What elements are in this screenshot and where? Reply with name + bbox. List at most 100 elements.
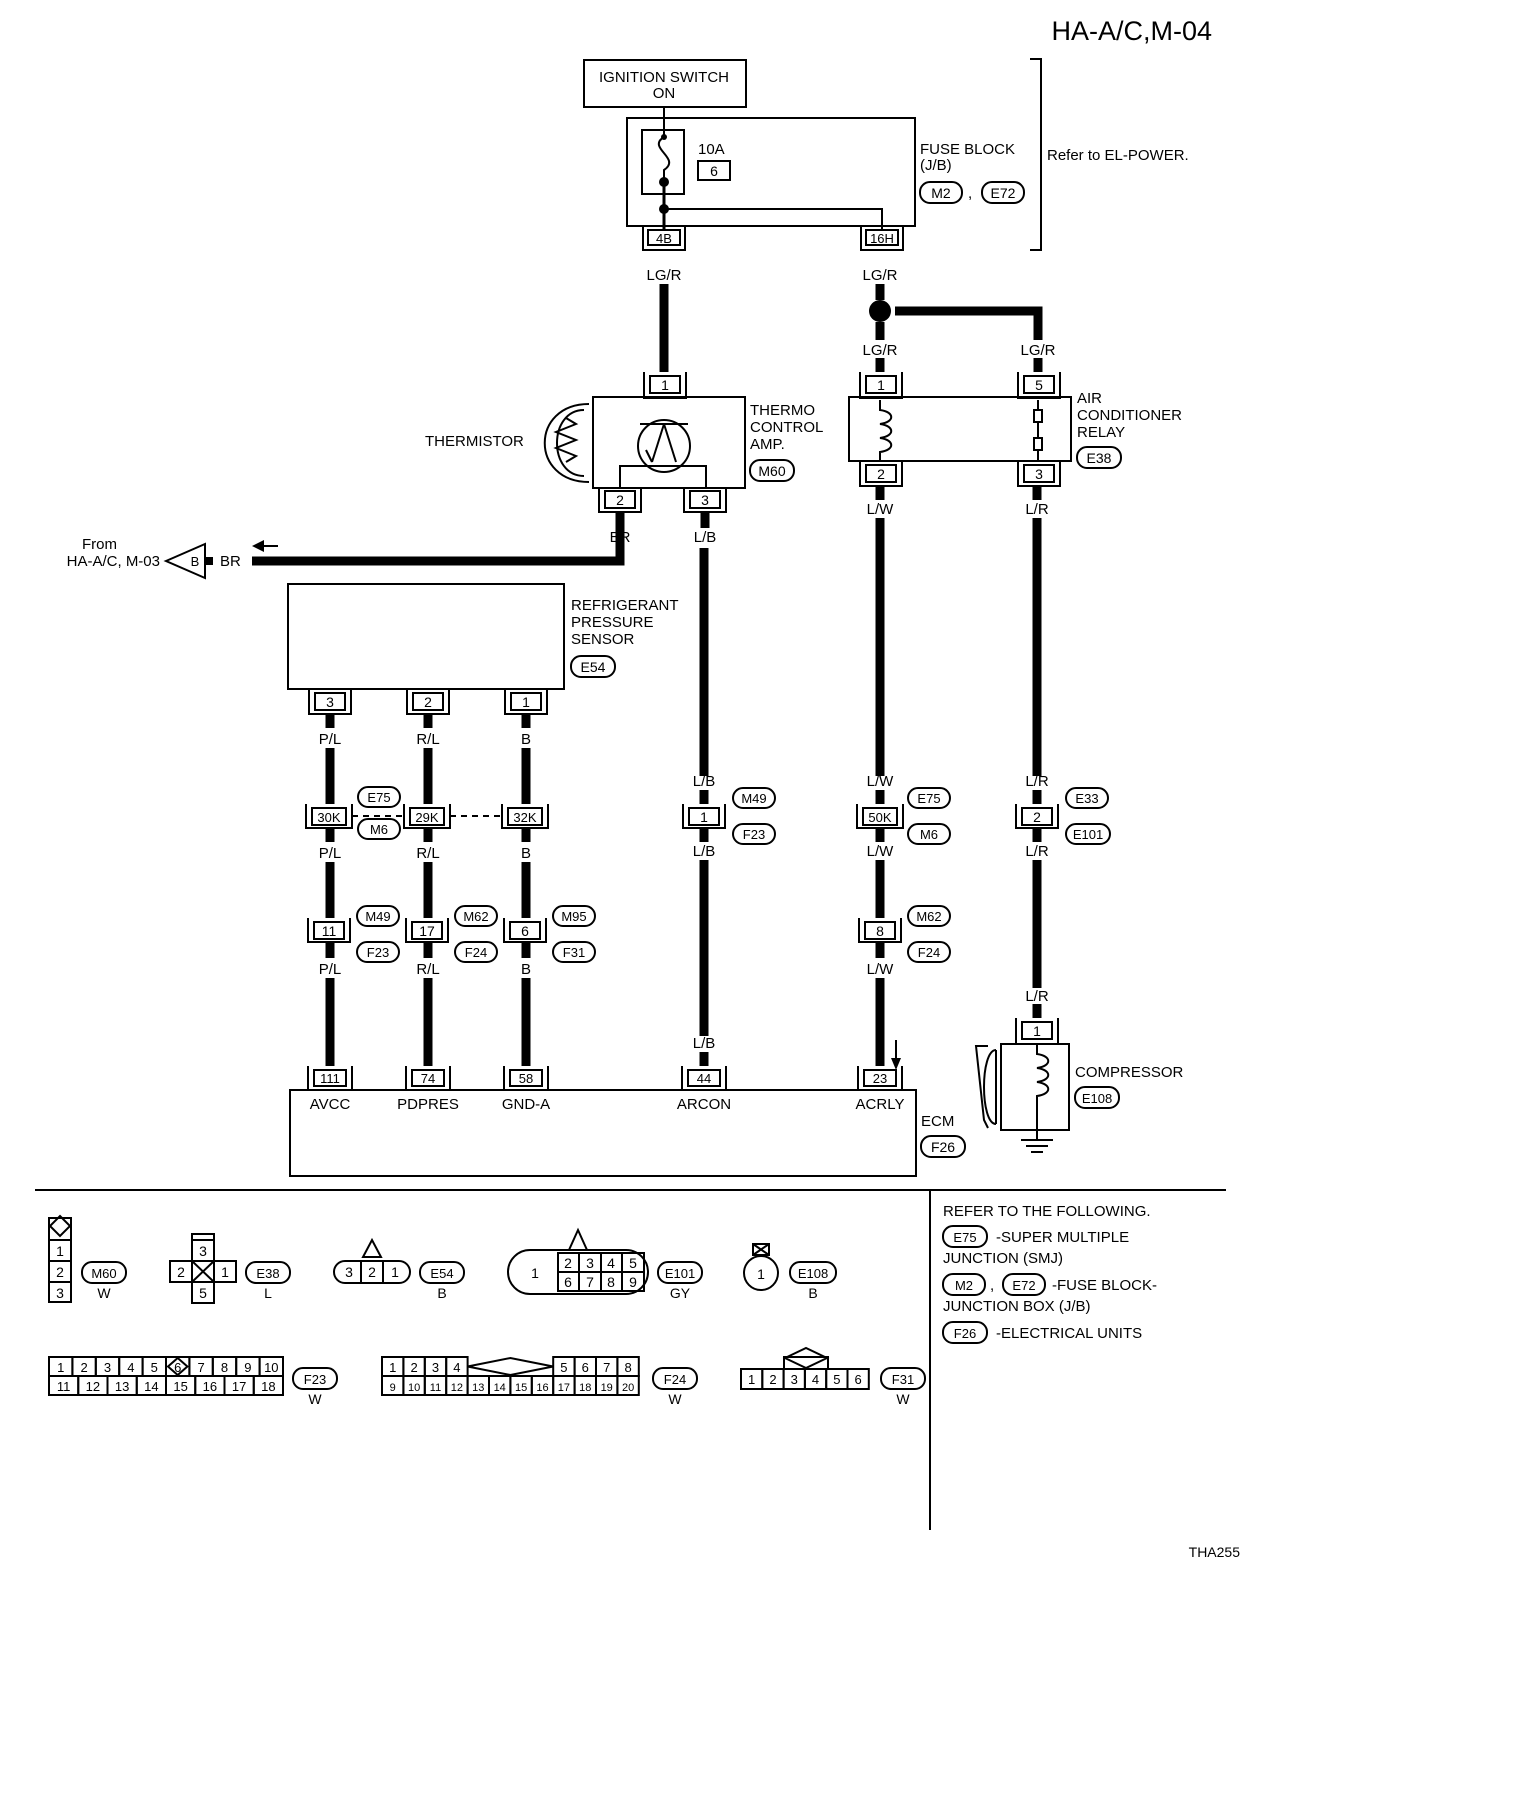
f23-pin: 2 bbox=[80, 1360, 87, 1375]
f31-color: W bbox=[896, 1391, 910, 1407]
e101-pin: 5 bbox=[629, 1255, 637, 1271]
e108-id: E108 bbox=[798, 1266, 828, 1281]
joint-pin-17: 17 bbox=[419, 923, 435, 939]
wire-label-b: B bbox=[521, 961, 531, 978]
thermistor-label: THERMISTOR bbox=[425, 433, 524, 450]
e101-pin: 6 bbox=[564, 1274, 572, 1290]
wiring-diagram-page: HA-A/C,M-04 IGNITION SWITCH ON 10A 6 FUS… bbox=[35, 16, 1241, 1560]
relay-pin-2: 2 bbox=[877, 466, 885, 482]
legend-conn-e72: E72 bbox=[1012, 1278, 1035, 1293]
e38-pin: 5 bbox=[199, 1285, 207, 1301]
ecm-pin-name: GND-A bbox=[502, 1096, 550, 1113]
m60-pin: 1 bbox=[56, 1243, 64, 1259]
e54-color: B bbox=[437, 1285, 446, 1301]
connector-e101: 1 2 3 4 5 6 7 8 9 E101 GY bbox=[507, 1227, 703, 1301]
wire-label-rl: R/L bbox=[416, 731, 439, 748]
e101-pin: 2 bbox=[564, 1255, 572, 1271]
thermo-pin-1: 1 bbox=[661, 377, 669, 393]
wire-label-b: B bbox=[521, 731, 531, 748]
fuse-number: 6 bbox=[710, 163, 718, 179]
f23-id: F23 bbox=[304, 1372, 326, 1387]
f23-pin: 10 bbox=[264, 1360, 278, 1375]
f31-pin: 5 bbox=[833, 1372, 840, 1387]
f23-pin: 7 bbox=[197, 1360, 204, 1375]
legend-text: -FUSE BLOCK- bbox=[1052, 1277, 1157, 1294]
legend-heading: REFER TO THE FOLLOWING. bbox=[943, 1203, 1151, 1220]
f24-pin: 19 bbox=[601, 1382, 613, 1394]
joint-30k: 30K bbox=[317, 810, 340, 825]
f24-pin: 8 bbox=[624, 1360, 631, 1375]
m60-color: W bbox=[97, 1285, 111, 1301]
image-code: THA255 bbox=[1189, 1544, 1241, 1560]
relay-label-1: AIR bbox=[1077, 390, 1102, 407]
f23-pin: 11 bbox=[57, 1379, 71, 1394]
conn-f23: F23 bbox=[367, 945, 389, 960]
thermistor-icon bbox=[543, 403, 590, 483]
fuse-block-conn-m2: M2 bbox=[931, 185, 951, 201]
legend-conn-f26: F26 bbox=[954, 1326, 976, 1341]
refrigerant-pressure-sensor: REFRIGERANT PRESSURE SENSOR E54 3 2 1 bbox=[287, 583, 679, 728]
connector-e38: 3 2 1 5 E38 L bbox=[169, 1233, 291, 1304]
wire-label-lb: L/B bbox=[693, 773, 716, 790]
relay-coil-icon bbox=[879, 400, 893, 461]
legend-conn-m2: M2 bbox=[955, 1278, 973, 1293]
wire-label-lw: L/W bbox=[867, 843, 895, 860]
thermo-control-amp: 1 2 3 THERMO CONTROL AMP. M60 THERMISTOR bbox=[425, 372, 823, 528]
f24-pin: 6 bbox=[582, 1360, 589, 1375]
wire-color-labels: LG/R LG/R LG/R LG/R BR L/B L/W L/R P/L R… bbox=[319, 267, 1056, 1052]
thermo-pin-3: 3 bbox=[701, 492, 709, 508]
legend-text: -SUPER MULTIPLE bbox=[996, 1229, 1129, 1246]
sensor-label-3: SENSOR bbox=[571, 631, 635, 648]
f23-pin: 13 bbox=[115, 1379, 129, 1394]
ignition-state: ON bbox=[653, 85, 676, 102]
f31-pin: 6 bbox=[855, 1372, 862, 1387]
wire-label-br: BR bbox=[220, 553, 241, 570]
f23-pin: 12 bbox=[86, 1379, 100, 1394]
f24-pin: 2 bbox=[410, 1360, 417, 1375]
air-conditioner-relay: 1 5 2 3 AIR CONDITIONER RELAY E38 bbox=[848, 372, 1182, 500]
transistor-icon bbox=[637, 419, 691, 473]
f24-pin: 17 bbox=[558, 1382, 570, 1394]
ecm-pin-name: ACRLY bbox=[856, 1096, 905, 1113]
ecm-pin-name: AVCC bbox=[310, 1096, 351, 1113]
f23-pin: 6 bbox=[174, 1360, 181, 1375]
f31-id: F31 bbox=[892, 1372, 914, 1387]
joint-pin-11: 11 bbox=[322, 923, 337, 939]
conn-f23: F23 bbox=[743, 827, 765, 842]
wire-label-lgr: LG/R bbox=[862, 267, 897, 284]
f23-pin: 16 bbox=[203, 1379, 217, 1394]
wire-label-br: BR bbox=[610, 529, 631, 546]
conn-e75: E75 bbox=[367, 790, 390, 805]
joint-50k: 50K bbox=[868, 810, 891, 825]
f23-pin: 9 bbox=[244, 1360, 251, 1375]
f23-pin: 8 bbox=[221, 1360, 228, 1375]
thermo-label-2: CONTROL bbox=[750, 419, 823, 436]
f24-pin: 1 bbox=[389, 1360, 396, 1375]
wire-label-lw: L/W bbox=[867, 961, 895, 978]
e101-pin: 3 bbox=[586, 1255, 594, 1271]
legend-conn-e75: E75 bbox=[953, 1230, 976, 1245]
fuse-block-separator: , bbox=[968, 185, 972, 202]
e108-pin: 1 bbox=[757, 1266, 765, 1282]
wire-label-lr: L/R bbox=[1025, 773, 1049, 790]
conn-f31: F31 bbox=[563, 945, 585, 960]
wire-label-lb: L/B bbox=[693, 1035, 716, 1052]
compressor: 1 COMPRESSOR E108 bbox=[974, 1018, 1184, 1153]
e101-id: E101 bbox=[665, 1266, 695, 1281]
conn-e101: E101 bbox=[1073, 827, 1103, 842]
joint-pin-8: 8 bbox=[876, 923, 884, 939]
f24-pin: 14 bbox=[494, 1382, 506, 1394]
conn-m62: M62 bbox=[916, 909, 941, 924]
fuse-icon bbox=[657, 136, 671, 182]
f24-pin: 10 bbox=[408, 1382, 420, 1394]
fuse-block-label: FUSE BLOCK bbox=[920, 141, 1015, 158]
f23-pin: 14 bbox=[144, 1379, 158, 1394]
conn-e33: E33 bbox=[1075, 791, 1098, 806]
wire-label-rl: R/L bbox=[416, 961, 439, 978]
joint-pin-6: 6 bbox=[521, 923, 529, 939]
arrow-left-icon bbox=[252, 540, 264, 552]
wire-label-lb: L/B bbox=[694, 529, 717, 546]
f24-pin: 7 bbox=[603, 1360, 610, 1375]
joint-pin-1: 1 bbox=[700, 809, 708, 825]
